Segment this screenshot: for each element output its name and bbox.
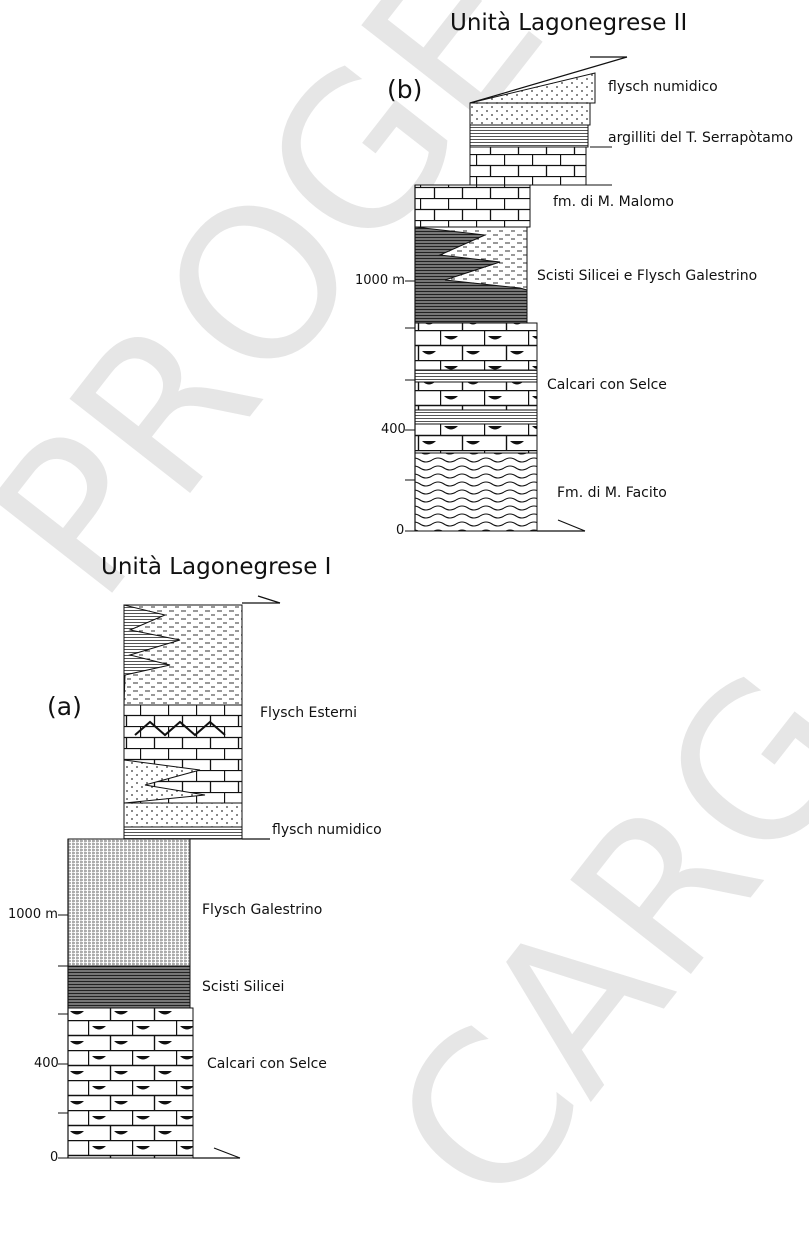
b-label-argilliti: argilliti del T. Serrapòtamo: [608, 131, 793, 145]
b-calcari-marly-band: [415, 370, 537, 382]
a-flysch-galestrino-layer: [68, 839, 190, 966]
a-scale-0: 0: [50, 1151, 58, 1164]
stratigraphic-columns-diagram: [0, 0, 809, 1165]
column-b-title: Unità Lagonegrese II: [450, 12, 687, 35]
a-scale-1000: 1000 m: [8, 908, 58, 921]
b-scale-0: 0: [396, 524, 404, 537]
a-label-flysch-galestrino: Flysch Galestrino: [202, 903, 322, 917]
b-label-calcari-selce: Calcari con Selce: [547, 378, 667, 392]
b-label-flysch-numidico: flysch numidico: [608, 80, 718, 94]
b-malomo-layer: [415, 185, 530, 227]
b-flysch-numidico-layer: [470, 73, 595, 103]
b-label-facito: Fm. di M. Facito: [557, 486, 667, 500]
b-scale-1000: 1000 m: [355, 274, 405, 287]
column-b: [405, 57, 627, 531]
b-calcari-selce-layer: [415, 323, 537, 453]
a-scisti-silicei-layer: [68, 966, 190, 1008]
b-argilliti-layer: [470, 125, 588, 147]
column-a-panel-label: (a): [47, 694, 82, 719]
b-flysch-numidico-body: [470, 103, 590, 125]
b-calcari-marly-band-2: [415, 410, 537, 424]
b-argilliti-limestone-layer: [470, 147, 586, 185]
a-calcari-selce-layer: [68, 1008, 193, 1158]
column-b-panel-label: (b): [387, 77, 422, 102]
column-a: [58, 596, 280, 1158]
a-flysch-numidico-layer: [124, 827, 242, 839]
a-label-scisti-silicei: Scisti Silicei: [202, 980, 284, 994]
b-label-malomo: fm. di M. Malomo: [553, 195, 674, 209]
a-label-flysch-esterni: Flysch Esterni: [260, 706, 357, 720]
a-scale-400: 400: [34, 1057, 59, 1070]
a-label-flysch-numidico: flysch numidico: [272, 823, 382, 837]
a-flysch-esterni-lower: [124, 803, 242, 827]
a-label-calcari-selce: Calcari con Selce: [207, 1057, 327, 1071]
b-scale-400: 400: [381, 423, 406, 436]
b-label-scisti-galestrino: Scisti Silicei e Flysch Galestrino: [537, 269, 757, 283]
b-facito-layer: [415, 453, 537, 531]
column-a-title: Unità Lagonegrese I: [101, 556, 331, 579]
